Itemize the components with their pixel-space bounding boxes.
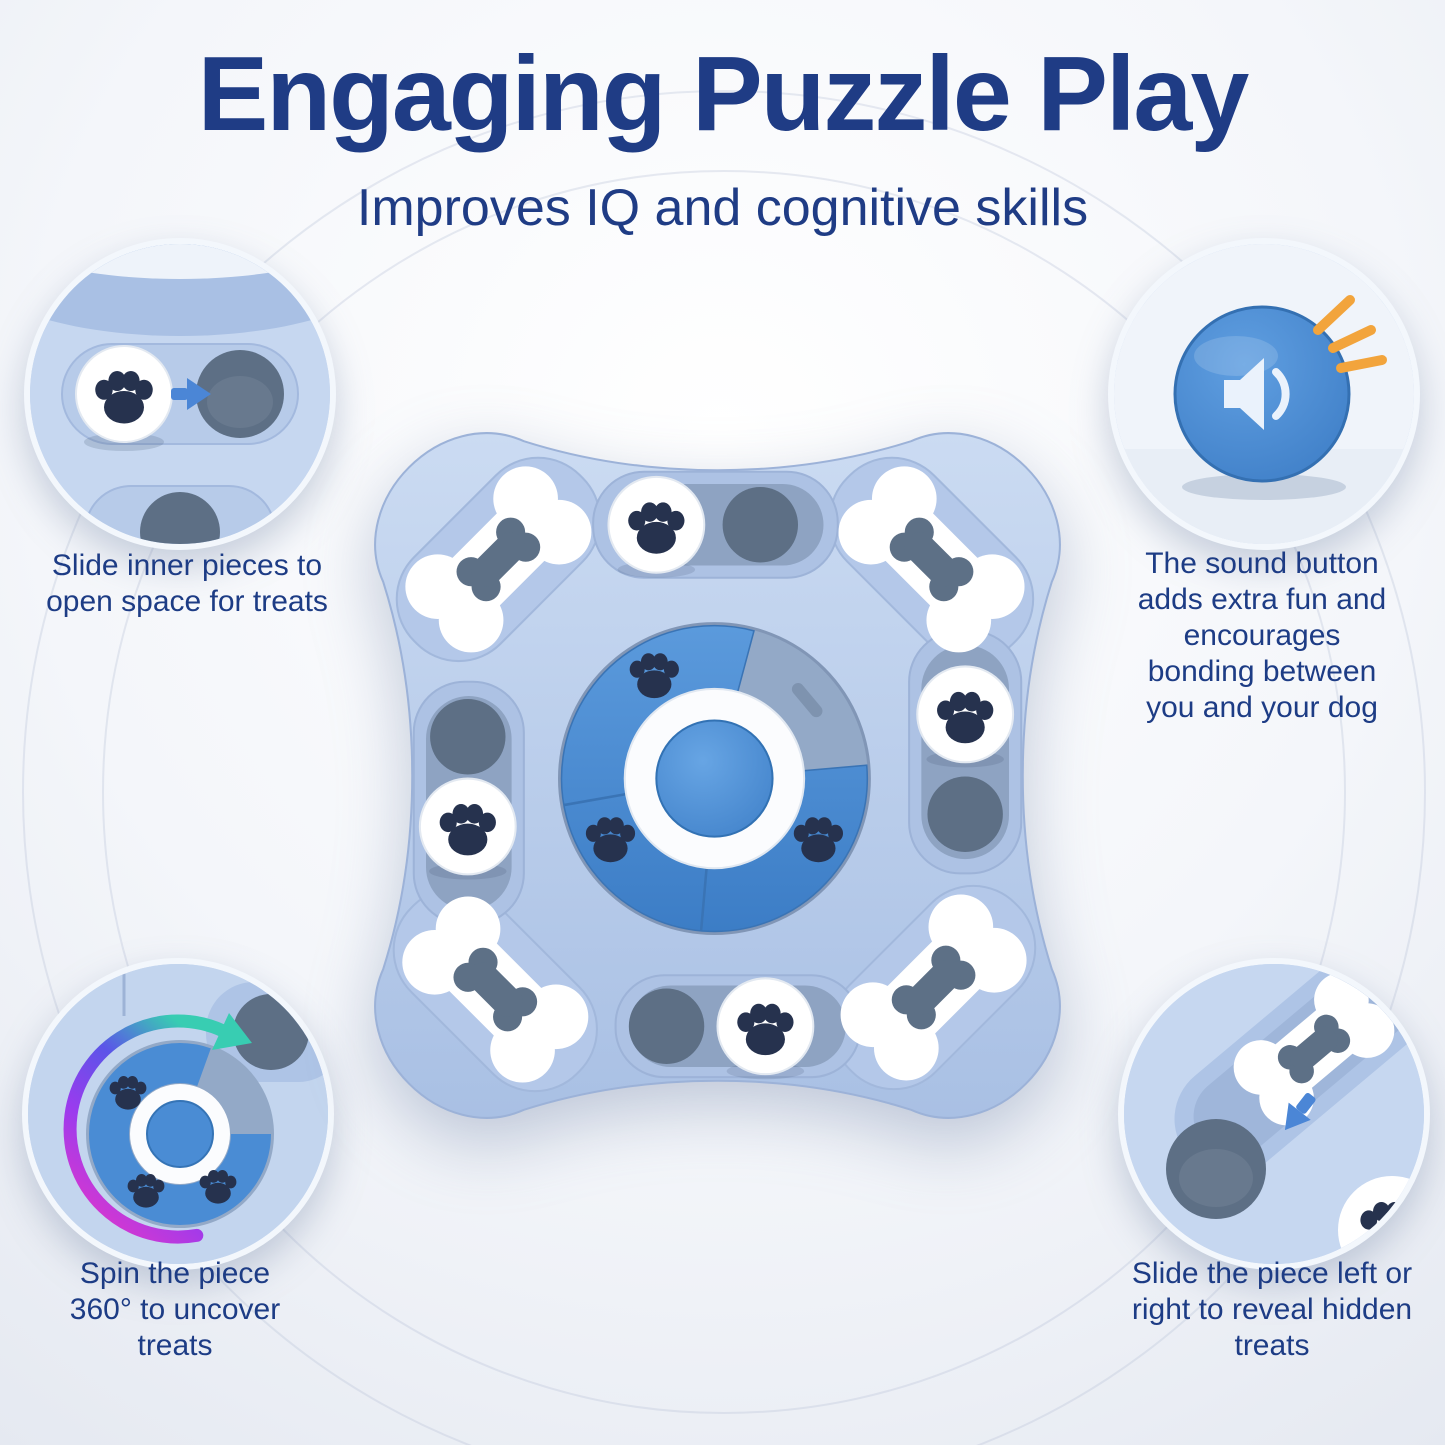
callout-caption-spin-piece: Spin the piece 360° to uncover treats (69, 1257, 281, 1362)
slide-down-left-arrow-icon (1284, 1093, 1316, 1131)
page-subtitle: Improves IQ and cognitive skills (356, 179, 1089, 237)
page-title: Engaging Puzzle Play (197, 35, 1250, 153)
spin-arrowhead-icon (212, 1013, 252, 1050)
spin-arrow-icon (63, 1014, 231, 1244)
callout-circle-spin-piece (22, 958, 334, 1270)
paw-slide-arrow-icon (30, 244, 330, 544)
bone-slide-arrow-icon (1124, 964, 1424, 1264)
puzzle-toy-graphic (374, 432, 1061, 1119)
sound-waves-icon (1313, 295, 1387, 373)
callout-caption-sound-button: The sound button adds extra fun and enco… (1137, 547, 1387, 724)
speaker-icon (1224, 358, 1290, 430)
treat-hole (722, 487, 799, 563)
treat-hole (430, 699, 506, 775)
spinner-hub (146, 1100, 214, 1168)
spinner-hub (655, 719, 774, 838)
callout-circle-slide-piece (1118, 958, 1430, 1270)
sound-button-icon (1114, 244, 1414, 544)
spinner-ring (89, 1043, 271, 1225)
slide-right-arrow-icon (171, 378, 211, 410)
spin-piece-icon (28, 964, 328, 1264)
callout-circle-sound-button (1108, 238, 1420, 550)
treat-hole (628, 988, 705, 1064)
treat-hole (927, 776, 1003, 852)
puzzle-toy (320, 378, 1115, 1173)
callout-caption-slide-inner: Slide inner pieces to open space for tre… (46, 549, 328, 618)
background-ring (22, 90, 1426, 1445)
callout-circle-slide-inner (24, 238, 336, 550)
callout-caption-slide-piece: Slide the piece left or right to reveal … (1131, 1257, 1413, 1362)
